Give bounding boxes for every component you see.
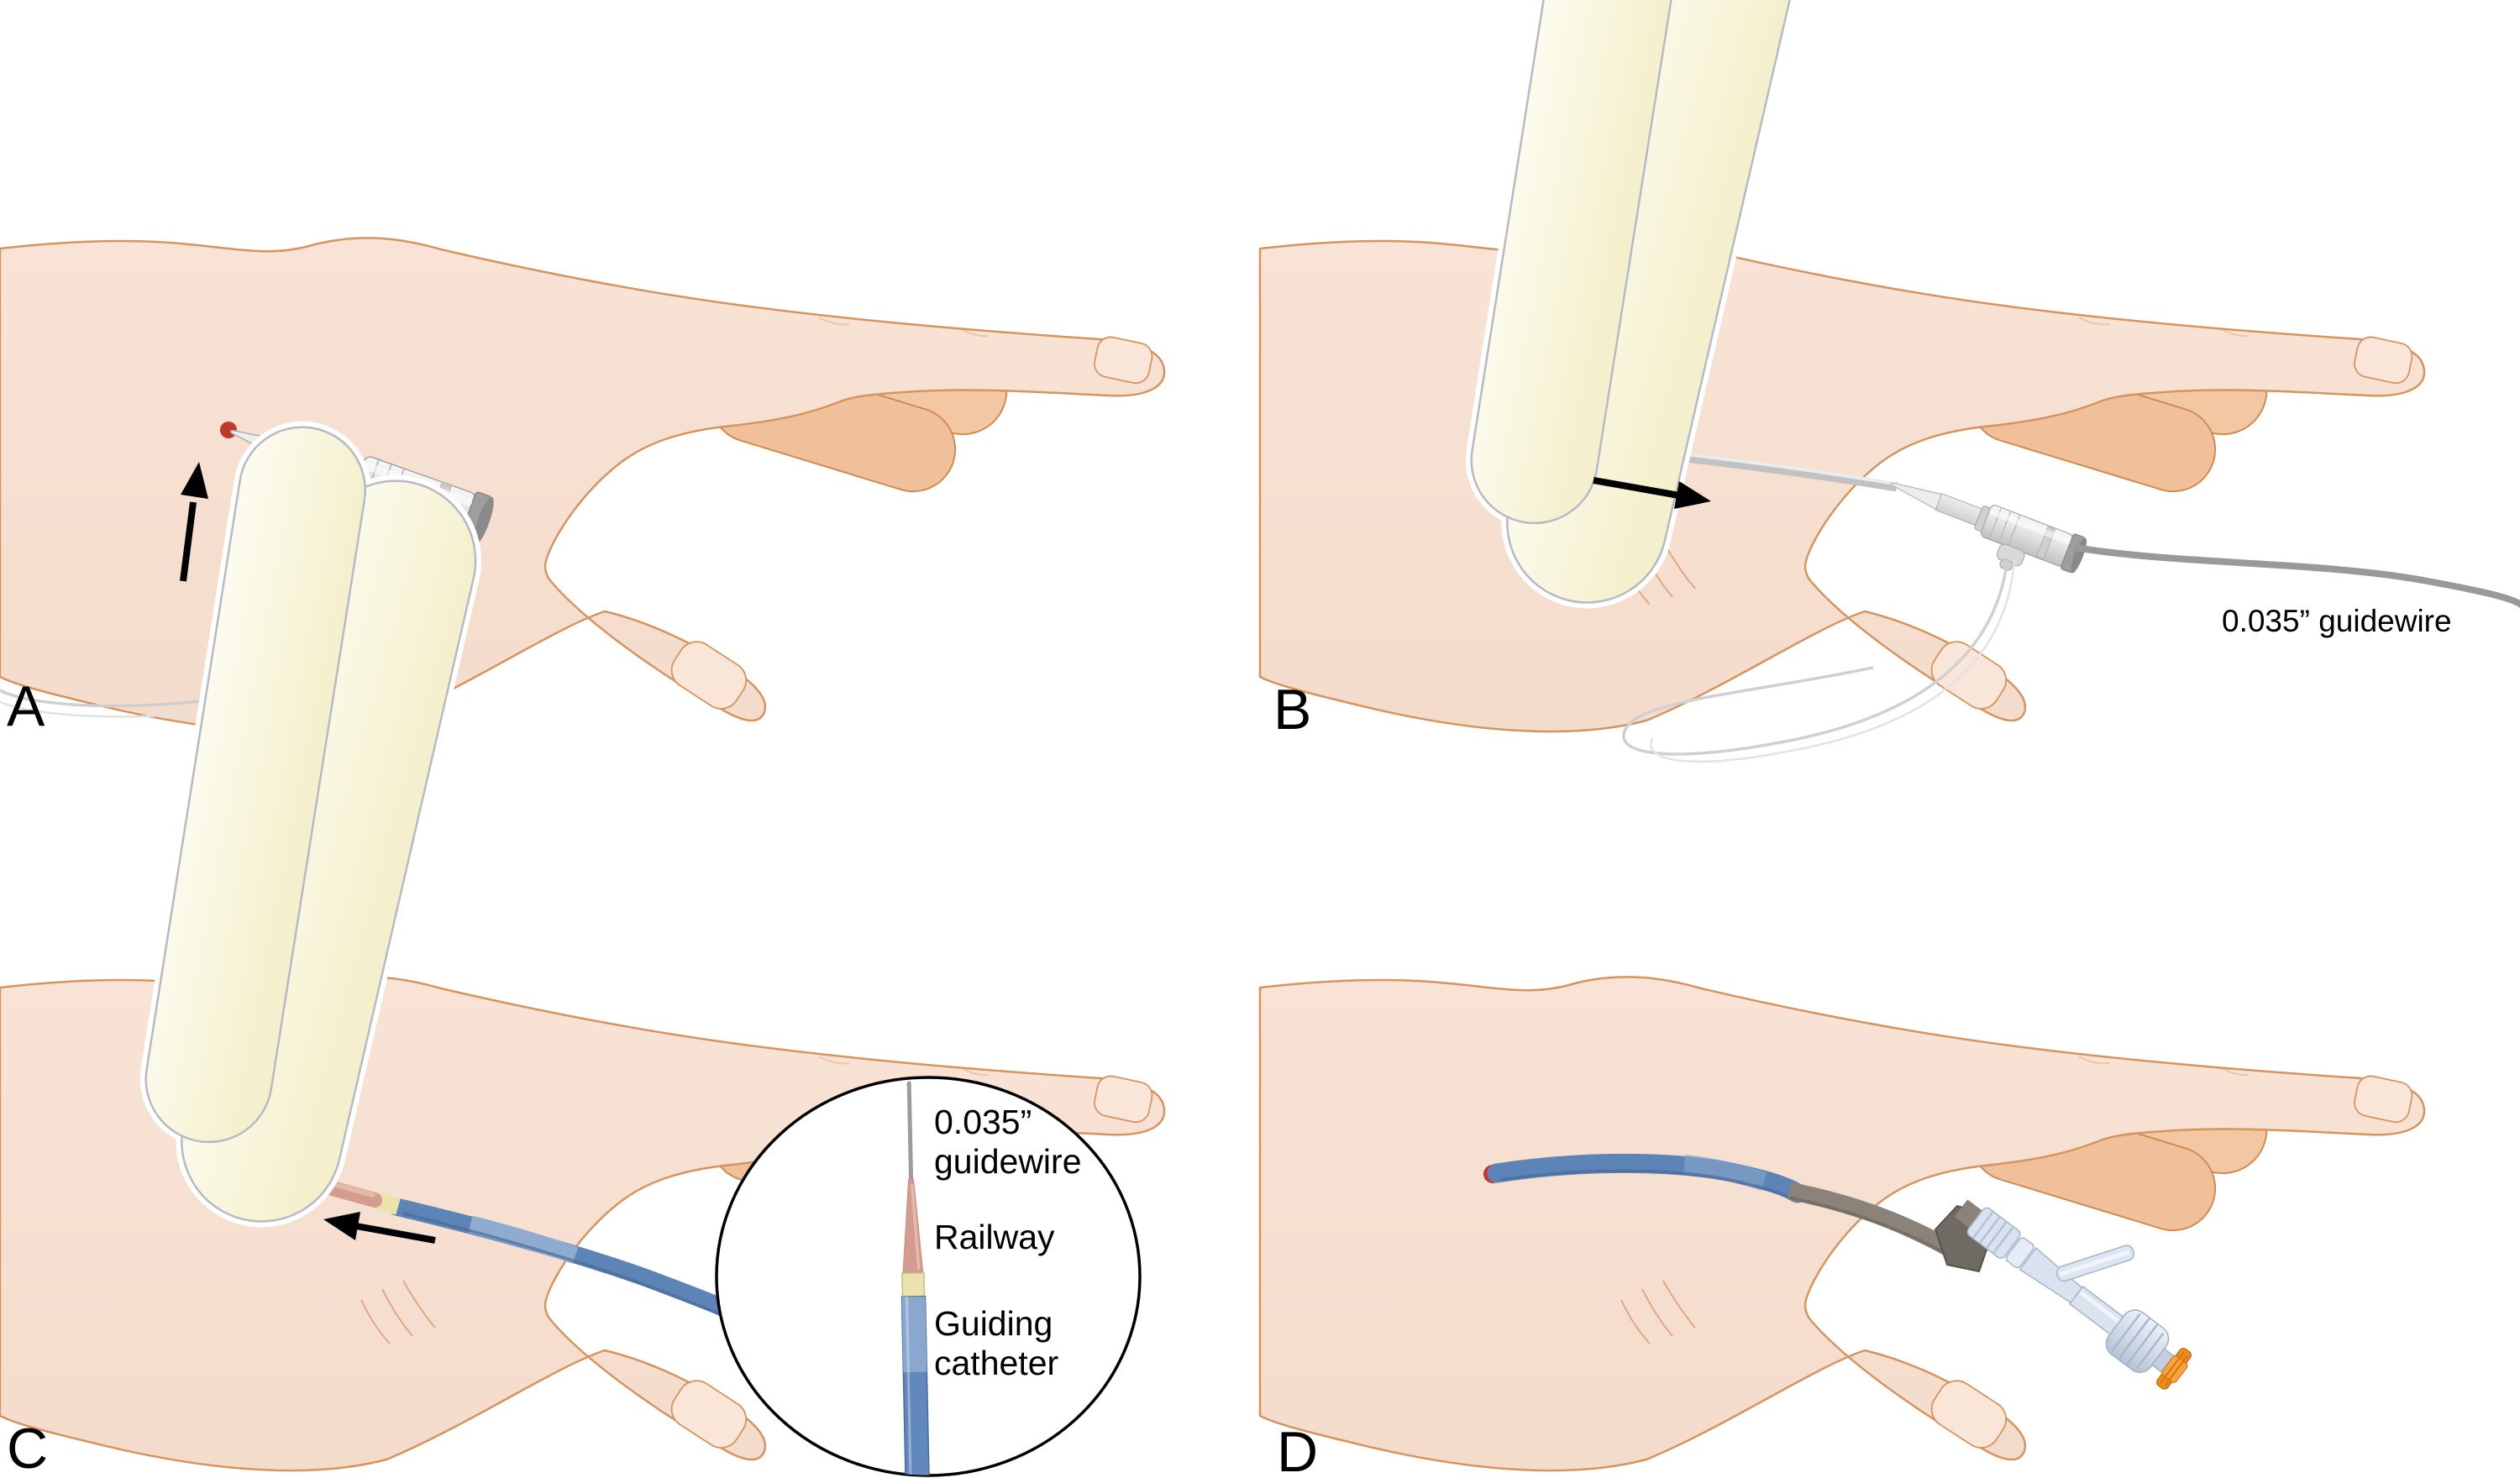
inset-guidewire-label-2: guidewire (934, 1142, 1082, 1181)
panel-d: D (1258, 976, 2426, 1478)
guiding-catheter-light-segment-d (1683, 1154, 1767, 1191)
panel-a-hand (0, 237, 1166, 733)
inset-guidewire-label-1: 0.035” (934, 1103, 1032, 1141)
guiding-catheter-shadow-c (402, 1212, 730, 1320)
inset-magnifier: 0.035” guidewire Railway Guiding cathete… (715, 1076, 1142, 1478)
valve-main-tube-highlight (2079, 1291, 2121, 1323)
inset-catheter-label-2: catheter (934, 1344, 1058, 1382)
guiding-catheter-shadow-d (1499, 1169, 1795, 1202)
panel-d-letter: D (1277, 1420, 1318, 1478)
inset-railway-label: Railway (934, 1218, 1055, 1256)
guiding-catheter-d (1487, 1153, 1954, 1256)
luer-ring (2005, 1237, 2034, 1269)
panel-c-letter: C (7, 1417, 48, 1478)
panel-b-letter: B (1273, 678, 1311, 742)
panel-b-hand (1258, 237, 2426, 733)
inset-circle (715, 1076, 1142, 1477)
guiding-catheter-light-segment-c (468, 1215, 579, 1264)
panel-a: A (0, 237, 1166, 738)
guiding-catheter-blue-c (387, 1198, 742, 1321)
catheter-gray-shadow-d (1788, 1196, 1946, 1255)
guidewire-exit-b (2074, 544, 2520, 608)
arrow-advance-up (180, 462, 208, 582)
inset-guidewire (906, 1081, 914, 1182)
inset-band (901, 1271, 926, 1298)
inset-catheter-highlight (906, 1297, 912, 1478)
valve-side-arm (2055, 1245, 2135, 1282)
panel-c: 0.035” guidewire Railway Guiding cathete… (0, 418, 1166, 1478)
luer-ribbed (1966, 1207, 2021, 1259)
guidewire-label-b: 0.035” guidewire (2222, 604, 2452, 638)
cannula-side-tubing-b (1622, 557, 2016, 763)
blood-drop-a (220, 422, 237, 438)
luer-ribs (1972, 1211, 2014, 1254)
stopcock-orange (2156, 1348, 2192, 1390)
inset-railway-highlight (910, 1183, 921, 1270)
arrow-advance-right (1593, 477, 1711, 509)
inset-catheter-light (901, 1296, 927, 1373)
inset-catheter-label-1: Guiding (934, 1304, 1053, 1343)
panel-b: 0.035” guidewire B (1258, 0, 2520, 763)
panel-b-cannula (1876, 464, 2091, 595)
dome-ribs (2111, 1313, 2165, 1369)
inset-device (900, 1081, 930, 1478)
catheter-gray-segment-d (1787, 1182, 1954, 1256)
hemostasis-valve-assembly (1954, 1199, 2192, 1390)
panel-d-hand (1258, 976, 2426, 1472)
arrow-withdraw-left (323, 1212, 436, 1244)
panel-a-letter: A (7, 674, 45, 738)
